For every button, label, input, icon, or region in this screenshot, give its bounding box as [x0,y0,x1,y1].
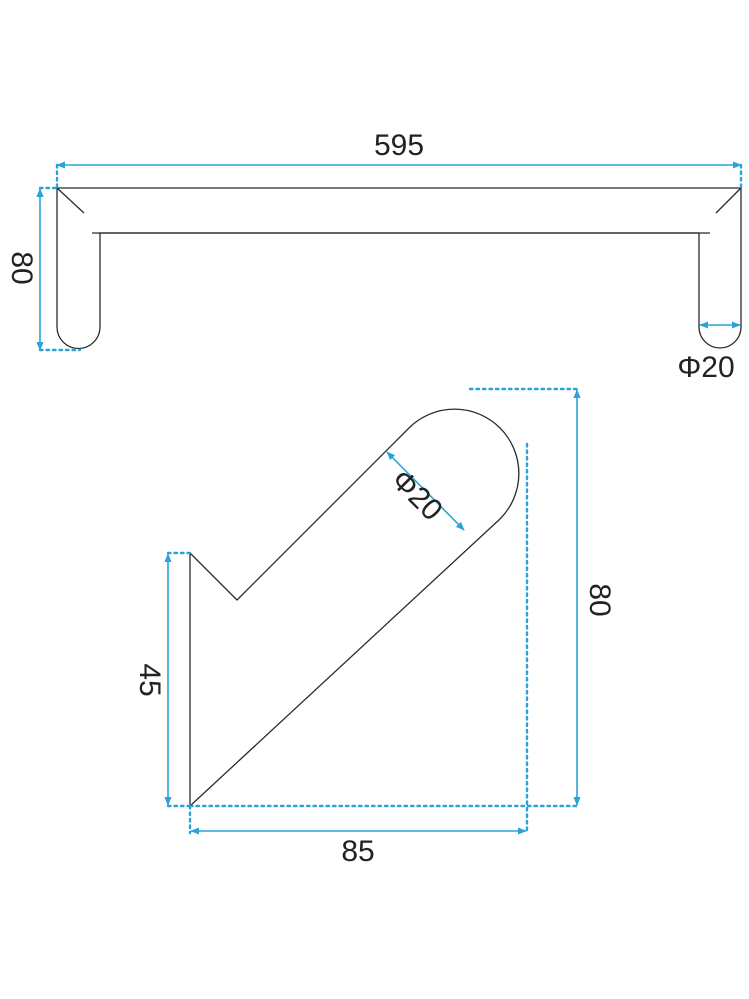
hook-outline [189,408,520,807]
label-phi20-top: Φ20 [677,351,734,384]
label-85: 85 [341,835,374,868]
label-phi20-side: Φ20 [385,463,449,527]
mitre-right [715,187,742,214]
label-595: 595 [374,129,424,162]
label-80-side: 80 [583,583,616,616]
dim-line-phi20-side [386,451,465,531]
top-view: 595 80 Φ20 [5,129,743,384]
label-45: 45 [133,663,166,696]
label-80-top: 80 [5,251,38,284]
bar-outline [56,187,742,350]
side-view: Φ20 80 45 85 [133,387,616,868]
mitre-left [56,187,85,214]
